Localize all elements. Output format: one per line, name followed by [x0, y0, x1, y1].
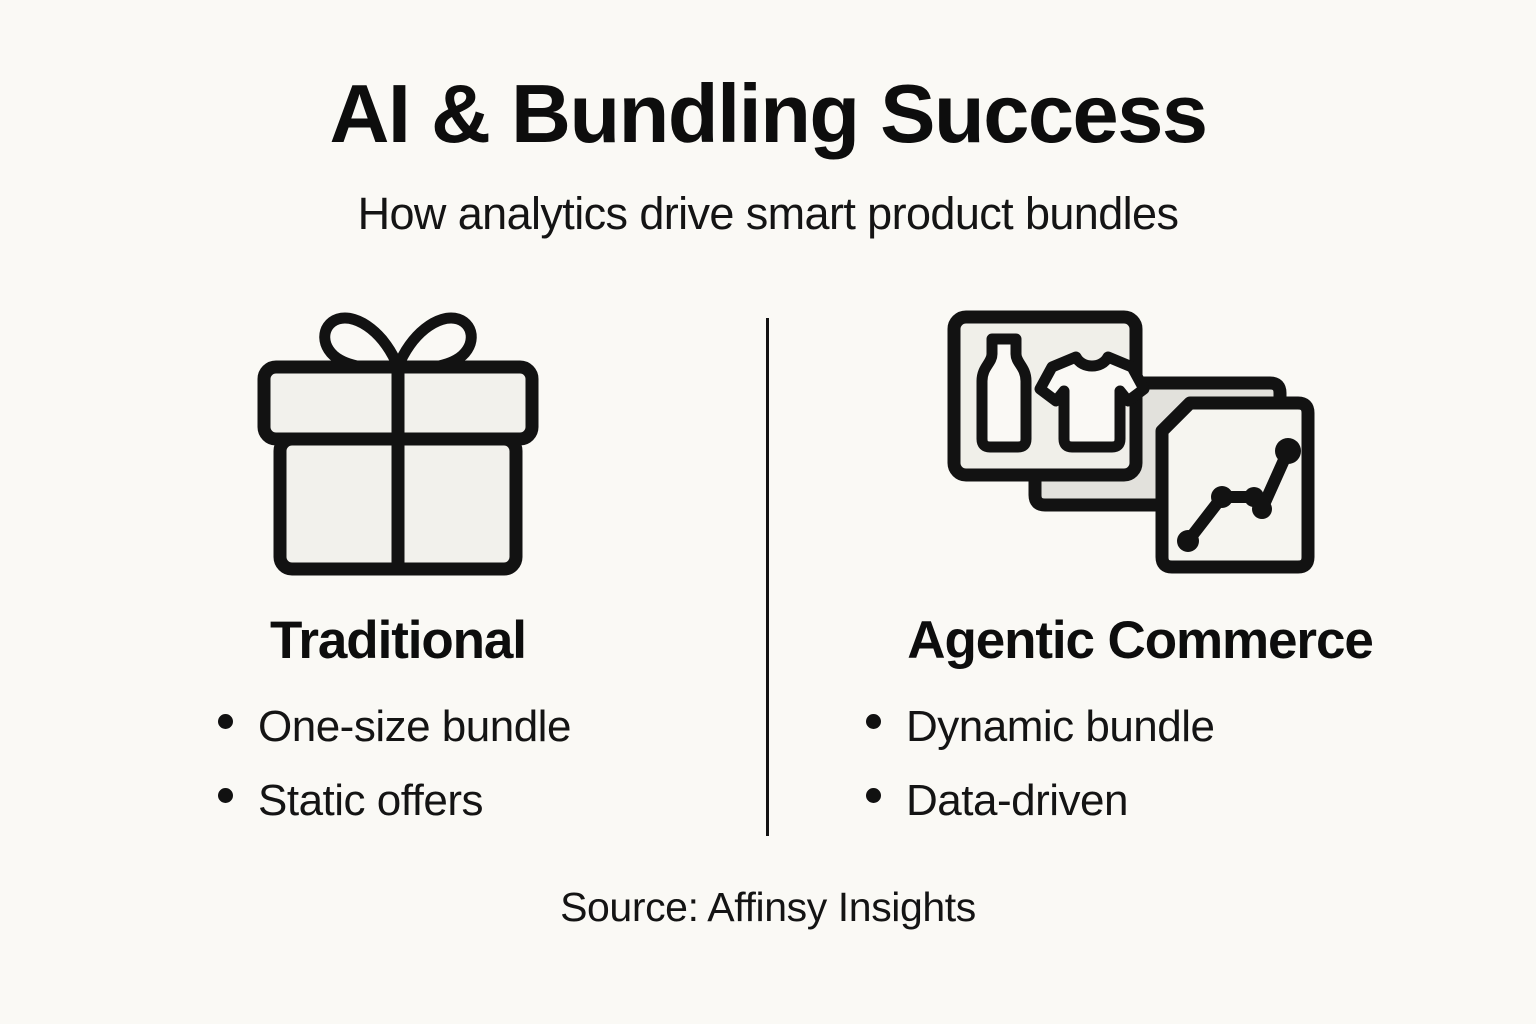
bullet-dot-icon [866, 788, 881, 803]
bullet-label: Data-driven [906, 776, 1128, 825]
source-caption: Source: Affinsy Insights [560, 884, 976, 930]
trend-point [1211, 486, 1233, 508]
bullet-label: Dynamic bundle [906, 702, 1215, 751]
list-item: One-size bundle [48, 705, 748, 749]
trend-point [1252, 499, 1272, 519]
page-subtitle: How analytics drive smart product bundle… [357, 188, 1179, 239]
traditional-illustration [48, 300, 748, 590]
bullet-list-traditional: One-size bundle Static offers [48, 705, 748, 823]
column-agentic-commerce: Agentic Commerce Dynamic bundle Data-dri… [790, 300, 1490, 853]
list-item: Dynamic bundle [790, 705, 1490, 749]
bullet-label: One-size bundle [258, 702, 571, 751]
column-heading-agentic-commerce: Agentic Commerce [907, 611, 1374, 670]
page-title: AI & Bundling Success [329, 67, 1208, 160]
list-item: Data-driven [790, 779, 1490, 823]
bullet-list-agentic-commerce: Dynamic bundle Data-driven [790, 705, 1490, 823]
column-heading-traditional: Traditional [270, 611, 527, 670]
product-cards-analytics-icon [947, 310, 1315, 574]
bullet-label: Static offers [258, 776, 484, 825]
tshirt-icon [1034, 351, 1150, 453]
products-card [947, 310, 1150, 482]
analytics-card [1155, 396, 1315, 574]
trend-point [1275, 438, 1301, 464]
column-traditional: Traditional One-size bundle Static offer… [48, 300, 748, 853]
bullet-dot-icon [218, 788, 233, 803]
bottle-icon [976, 333, 1032, 453]
bullet-dot-icon [866, 714, 881, 729]
agentic-illustration [790, 300, 1490, 590]
bullet-dot-icon [218, 714, 233, 729]
trend-point [1177, 530, 1199, 552]
header: AI & Bundling Success How analytics driv… [0, 72, 1536, 236]
list-item: Static offers [48, 779, 748, 823]
column-divider [766, 318, 769, 836]
gift-box-icon [257, 312, 539, 576]
